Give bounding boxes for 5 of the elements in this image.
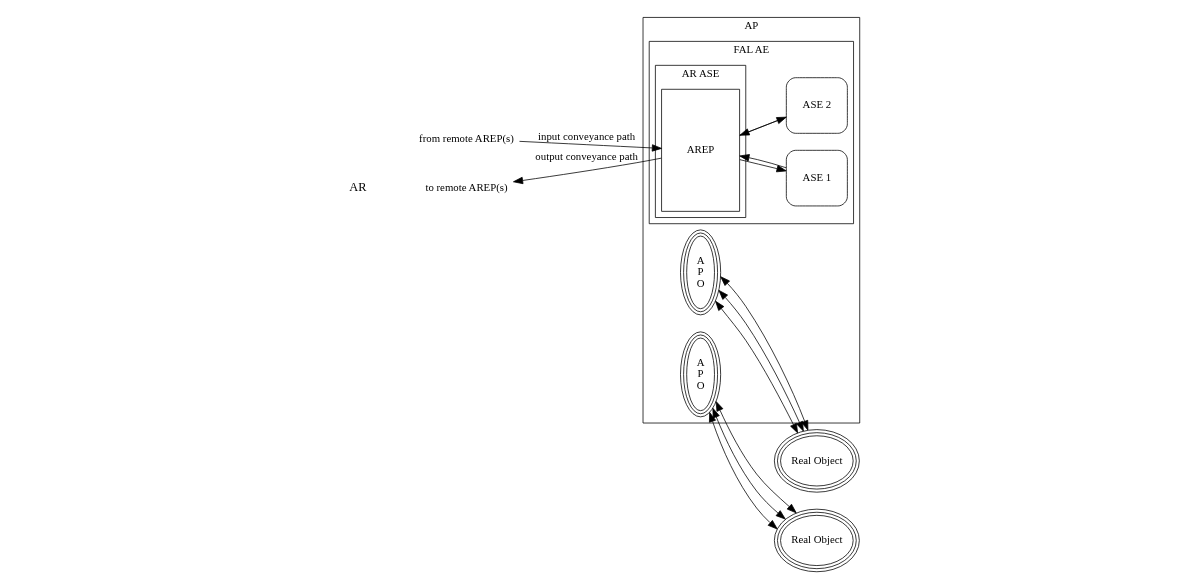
edge-label: output conveyance path <box>534 149 638 162</box>
label: AR <box>348 180 367 195</box>
node-text: from remote AREP(s) <box>418 131 514 144</box>
edge-label: input conveyance path <box>537 129 635 142</box>
node-text: to remote AREP(s) <box>424 181 508 194</box>
